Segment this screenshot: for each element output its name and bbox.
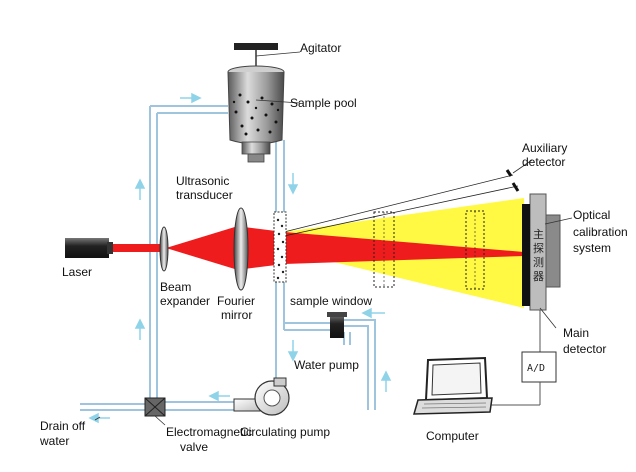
auxiliary-detector: [505, 159, 533, 192]
flow-arrow-up: [134, 318, 146, 340]
sample-window-label: sample window: [290, 294, 372, 308]
ad-converter: A/D: [488, 310, 557, 406]
drain-label-1: Drain off: [40, 419, 86, 433]
auxiliary-ray: [283, 174, 514, 233]
laser-device: [65, 238, 113, 258]
flow-arrow-up: [380, 370, 392, 392]
circulating-pump: [233, 377, 290, 416]
ultrasonic-transducer: [241, 141, 271, 163]
flow-arrows: [88, 92, 392, 424]
detector-char-1: 主: [533, 228, 544, 241]
expanded-beam: [166, 226, 238, 270]
main-detector-label-2: detector: [563, 342, 606, 356]
auxiliary-ray: [283, 185, 519, 237]
circulating-pump-label: Circulating pump: [240, 425, 330, 439]
optical-label-2: calibration: [573, 225, 628, 239]
main-detector-label-1: Main: [563, 326, 589, 340]
computer: [412, 356, 493, 415]
flow-arrow-up: [134, 178, 146, 200]
flow-arrow-left: [361, 307, 385, 319]
top-pipe: [150, 105, 228, 114]
fourier-label-1: Fourier: [217, 294, 255, 308]
optical-label-3: system: [573, 241, 611, 255]
electromagnetic-valve: [94, 397, 166, 426]
water-pump: [327, 312, 347, 338]
detector-char-2: 探: [533, 242, 544, 255]
converging-beam: [284, 232, 524, 264]
water-inlet-pipe: [341, 319, 376, 410]
laser-label: Laser: [62, 265, 92, 279]
fourier-label-2: mirror: [221, 308, 252, 322]
flow-arrow-down: [287, 340, 299, 362]
ad-label: A/D: [527, 363, 545, 374]
drain-label-2: water: [39, 434, 69, 448]
ultrasonic-label-2: transducer: [176, 188, 233, 202]
drain-pipe: [80, 403, 145, 411]
sample-pool-label: Sample pool: [290, 96, 357, 110]
main-detector: 主 探 测 器: [522, 193, 573, 329]
sample-window: [273, 211, 287, 283]
valve-label-2: valve: [180, 440, 208, 454]
beam-expander-label-2: expander: [160, 294, 210, 308]
auxiliary-label-2: detector: [522, 155, 565, 169]
detector-char-4: 器: [533, 270, 544, 283]
water-pump-label: Water pump: [294, 358, 359, 372]
auxiliary-label-1: Auxiliary: [522, 141, 567, 155]
sample-pool: [227, 65, 301, 145]
detector-char-3: 测: [533, 256, 544, 269]
flow-arrow-left: [208, 390, 230, 402]
beam-expander-lens: [159, 226, 169, 272]
flow-arrow-left: [88, 412, 110, 424]
fourier-lens: [233, 207, 249, 291]
valve-label-1: Electromagnetic: [166, 425, 252, 439]
flow-arrow-right: [180, 92, 202, 104]
agitator-label: Agitator: [300, 41, 341, 55]
beam-expander-label-1: Beam: [160, 280, 191, 294]
water-pump-outlet-pipe: [343, 332, 351, 345]
ultrasonic-label-1: Ultrasonic: [176, 174, 229, 188]
water-pump-pipe: [284, 322, 330, 331]
laser-beam: [110, 244, 162, 252]
flow-arrow-down: [287, 173, 299, 195]
left-pipe: [149, 106, 158, 402]
computer-label: Computer: [426, 429, 479, 443]
optical-label-1: Optical: [573, 208, 610, 222]
